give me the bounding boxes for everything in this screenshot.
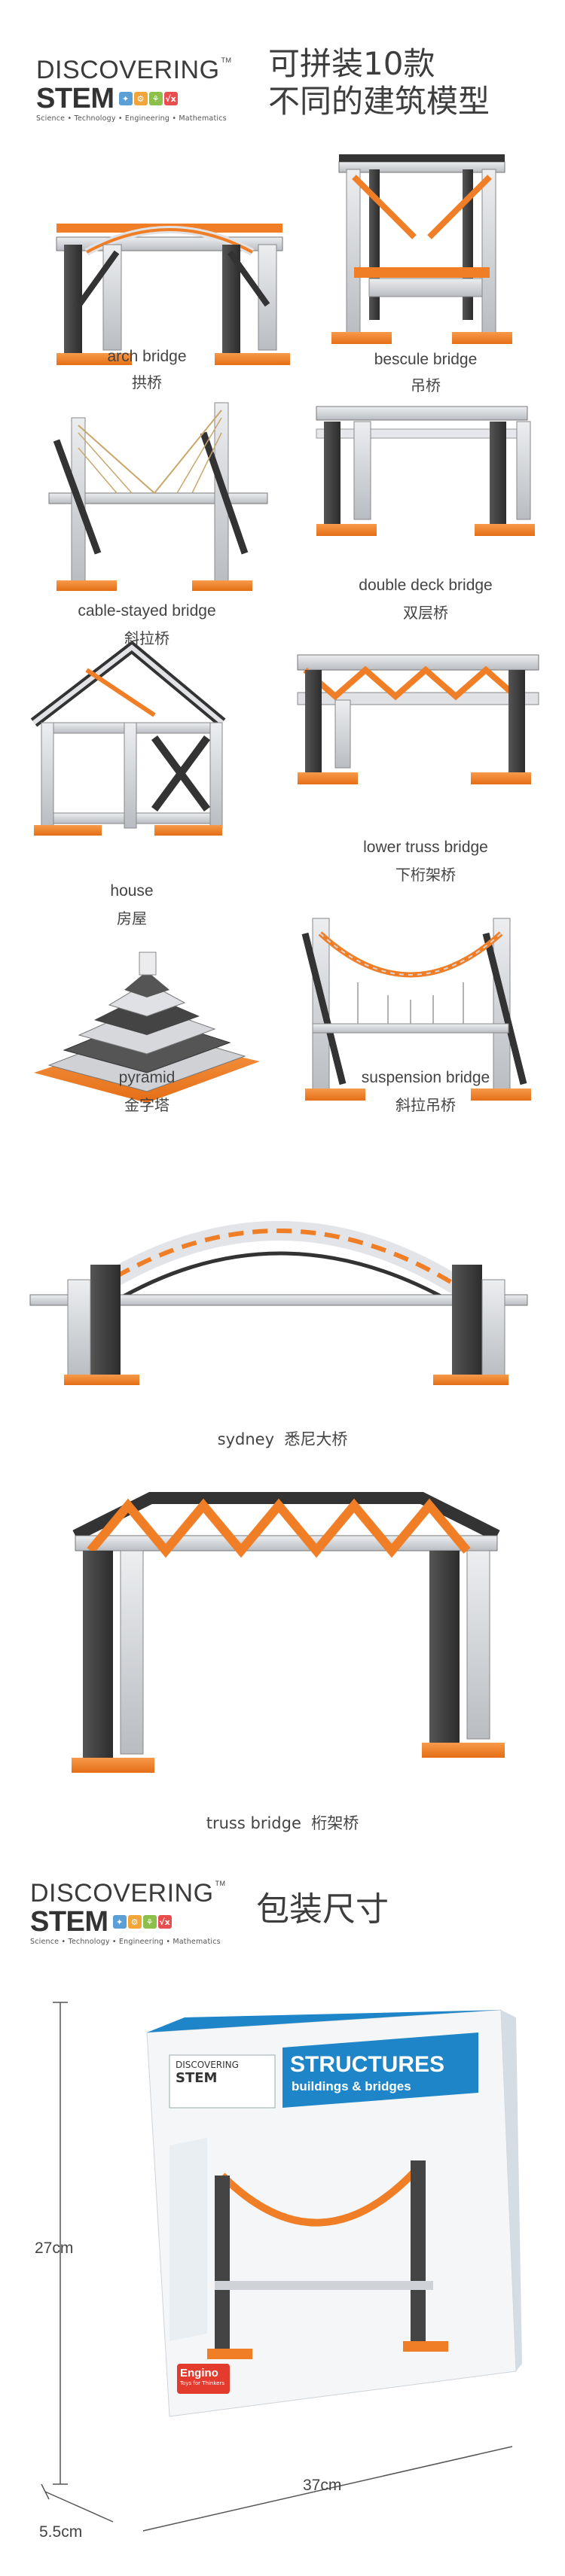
- product-box: DISCOVERING STEM STRUCTURES buildings & …: [124, 2002, 524, 2424]
- caption-pyramid-en: pyramid: [118, 1069, 176, 1086]
- sydney-bridge-model: [29, 1221, 528, 1385]
- caption-bescule-bridge-en: bescule bridge: [374, 351, 478, 368]
- logo-stem-row: STEM ✦⚙⚘√x: [36, 84, 232, 113]
- package-dimension-lines: [41, 2002, 513, 2532]
- caption-arch-bridge-en: arch bridge: [107, 348, 187, 365]
- logo-discovering-text: DISCOVERING: [36, 56, 220, 84]
- logo-cube-icon-0: ✦: [112, 1915, 127, 1929]
- pyramid-model: [34, 952, 260, 1103]
- caption-lower-truss-bridge-zh: 下桁架桥: [396, 866, 456, 884]
- box-title: STRUCTURES: [290, 2052, 445, 2077]
- caption-sydney-en: sydney: [217, 1430, 274, 1448]
- caption-double-deck-bridge-zh: 双层桥: [403, 604, 448, 622]
- caption-arch-bridge-zh: 拱桥: [132, 373, 162, 391]
- model-illustrations: [29, 154, 539, 1773]
- caption-double-deck-bridge-en: double deck bridge: [359, 577, 493, 594]
- double-deck-bridge-model: [316, 406, 535, 536]
- caption-house-en: house: [110, 882, 154, 900]
- house-model: [30, 641, 226, 836]
- logo-cubes: ✦⚙⚘√x: [118, 92, 178, 105]
- page-headline: 可拼装10款 不同的建筑模型: [268, 45, 490, 120]
- cable-stayed-bridge-model: [48, 402, 268, 591]
- arch-bridge-model: [56, 224, 290, 365]
- logo-tm: TM: [221, 56, 232, 64]
- lower-truss-bridge-model: [297, 654, 539, 784]
- logo-cube-icon-3: √x: [163, 92, 178, 105]
- box-logo-discovering: DISCOVERING: [176, 2060, 239, 2070]
- logo-subtitle: Science • Technology • Engineering • Mat…: [30, 1938, 221, 1946]
- logo-cube-icon-0: ✦: [118, 92, 133, 105]
- logo-cube-icon-3: √x: [157, 1915, 172, 1929]
- caption-truss-bridge-en: truss bridge: [206, 1814, 301, 1832]
- truss-bridge-model: [72, 1492, 505, 1773]
- suspension-bridge-model: [301, 918, 531, 1101]
- caption-cable-stayed-bridge-zh: 斜拉桥: [124, 629, 170, 647]
- box-subtitle: buildings & bridges: [292, 2079, 411, 2093]
- product-box-art: [146, 2009, 522, 2417]
- caption-suspension-bridge-zh: 斜拉吊桥: [396, 1096, 456, 1114]
- caption-truss-bridge: truss bridge 桁架桥: [94, 1811, 471, 1834]
- caption-cable-stayed-bridge-en: cable-stayed bridge: [78, 602, 216, 620]
- box-logo: DISCOVERING STEM: [176, 2060, 273, 2086]
- package-height-label: 27cm: [35, 2240, 74, 2257]
- caption-lower-truss-bridge-en: lower truss bridge: [363, 839, 488, 856]
- logo-stem: STEM: [36, 83, 115, 114]
- logo-cubes: ✦⚙⚘√x: [112, 1915, 172, 1929]
- logo-stem-row: STEM ✦⚙⚘√x: [30, 1908, 226, 1936]
- logo-cube-icon-2: ⚘: [148, 92, 163, 105]
- box-logo-stem: STEM: [176, 2070, 218, 2086]
- headline-line-1: 可拼装10款: [268, 45, 435, 82]
- package-depth-label: 5.5cm: [39, 2523, 83, 2541]
- logo-tm: TM: [215, 1880, 226, 1887]
- logo-cube-icon-1: ⚙: [133, 92, 148, 105]
- caption-bescule-bridge-zh: 吊桥: [411, 376, 441, 394]
- box-brand-tag: Toys for Thinkers: [180, 2380, 224, 2386]
- logo-cube-icon-2: ⚘: [142, 1915, 157, 1929]
- logo-stem: STEM: [30, 1906, 108, 1938]
- package-headline: 包装尺寸: [256, 1890, 389, 1929]
- logo-subtitle: Science • Technology • Engineering • Mat…: [36, 114, 227, 123]
- bescule-bridge-model: [331, 154, 512, 344]
- package-width-label: 37cm: [303, 2477, 342, 2494]
- caption-house-zh: 房屋: [117, 909, 147, 927]
- caption-pyramid-zh: 金字塔: [124, 1096, 170, 1114]
- caption-truss-bridge-zh: 桁架桥: [311, 1814, 359, 1832]
- caption-suspension-bridge-en: suspension bridge: [361, 1069, 490, 1086]
- caption-sydney: sydney 悉尼大桥: [94, 1427, 471, 1450]
- logo-cube-icon-1: ⚙: [127, 1915, 142, 1929]
- box-brand: Engino: [180, 2367, 218, 2380]
- logo-discovering-text: DISCOVERING: [30, 1879, 214, 1908]
- headline-line-2: 不同的建筑模型: [268, 83, 490, 120]
- caption-sydney-zh: 悉尼大桥: [284, 1430, 348, 1448]
